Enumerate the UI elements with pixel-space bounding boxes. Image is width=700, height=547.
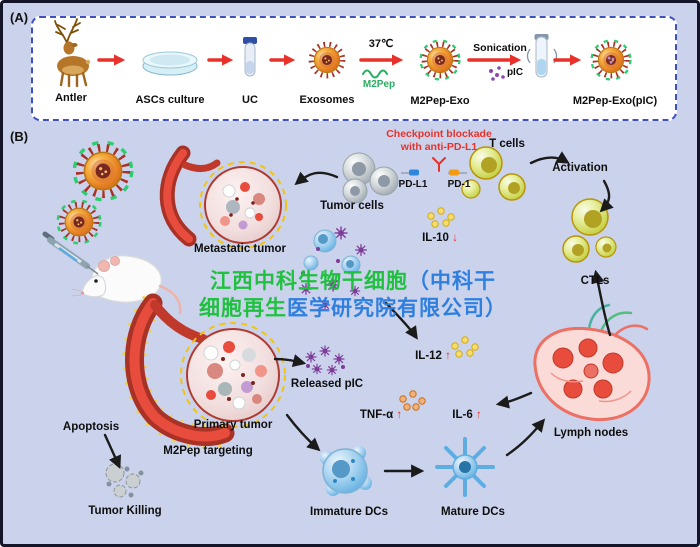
lymph-nodes-label: Lymph nodes — [553, 427, 629, 439]
ctl-cells-graphic — [562, 198, 617, 263]
activation-label: Activation — [552, 162, 608, 174]
mature-dc-graphic — [435, 437, 495, 497]
m2pep-targeting-label: M2Pep targeting — [163, 445, 253, 457]
tnf-up-arrow: ↑ — [396, 409, 403, 421]
exosome-icon — [311, 44, 343, 76]
il12-up-arrow: ↑ — [445, 350, 451, 362]
panel-a-frame — [31, 16, 677, 121]
primary-tumor-label: Primary tumor — [193, 419, 273, 431]
watermark-line1: 江西中科生物干细胞（中科干 — [210, 265, 496, 295]
checkpoint-symbols — [401, 157, 467, 176]
m2pep-exo-pic-label: M2Pep-Exo(pIC) — [572, 95, 658, 107]
checkpoint-line1: Checkpoint blockade — [386, 128, 492, 140]
pd-l1-label: PD-L1 — [398, 179, 428, 190]
mature-dcs-label: Mature DCs — [441, 506, 505, 518]
ctls-label: CTLs — [580, 275, 610, 287]
antler-label: Antler — [55, 92, 87, 104]
il10-label: IL-10 ↓ — [422, 232, 458, 244]
tumor-cells-label: Tumor cells — [320, 200, 384, 212]
ascs-culture-label: ASCs culture — [135, 94, 205, 106]
tnf-label: TNF-α ↑ — [359, 409, 403, 421]
released-pic-label: Released pIC — [290, 378, 364, 390]
il6-up-arrow: ↑ — [475, 409, 482, 421]
m2pep-squiggle — [362, 69, 388, 79]
immune-cell-cluster — [299, 225, 368, 311]
m2pep-exo-label: M2Pep-Exo — [410, 95, 470, 107]
tnf-il6-cytokine-dots — [399, 390, 426, 411]
temperature-label: 37℃ — [368, 38, 394, 50]
m2pep-label: M2Pep — [362, 79, 396, 90]
tumor-killing-label: Tumor Killing — [88, 505, 162, 517]
panel-a-tag: (A) — [10, 10, 29, 25]
petri-dish-icon — [142, 51, 198, 76]
pd-1-label: PD-1 — [447, 179, 471, 190]
checkpoint-line2: with anti-PD-L1 — [400, 141, 478, 153]
uc-tube-icon — [243, 37, 257, 77]
flow-arrows — [103, 151, 614, 478]
syringe-icon — [42, 231, 99, 275]
m2pep-exo-icon — [419, 39, 461, 81]
sonication-tube-icon — [526, 34, 558, 78]
t-cells-label: T cells — [489, 138, 525, 150]
watermark-line1-green: 江西中科生物干细胞 — [210, 270, 408, 293]
tumor-cells-graphic — [342, 152, 399, 204]
watermark-line2-blue: 医学研究院有限公司） — [287, 297, 507, 320]
watermark-line2-green: 细胞再生 — [199, 297, 287, 320]
metastatic-tumor-label: Metastatic tumor — [193, 243, 287, 255]
il6-label: IL-6 ↑ — [452, 409, 482, 421]
il10-cytokine-dots — [427, 207, 455, 228]
primary-tumor-graphic — [122, 293, 286, 449]
panel-b-tag: (B) — [10, 129, 29, 144]
figure-graphics — [42, 18, 651, 498]
tumor-killing-graphic — [105, 463, 144, 498]
mouse-illustration — [71, 254, 182, 315]
immature-dcs-label: Immature DCs — [310, 506, 388, 518]
deer-icon — [54, 18, 91, 88]
metastatic-tumor-graphic — [159, 145, 287, 249]
pic-label: pIC — [506, 67, 524, 78]
watermark-line2: 细胞再生医学研究院有限公司） — [199, 292, 507, 322]
exosomes-label: Exosomes — [299, 94, 355, 106]
exosome-icons-b — [56, 140, 134, 245]
sonication-label: Sonication — [473, 42, 527, 54]
apoptosis-label: Apoptosis — [62, 421, 120, 433]
il10-down-arrow: ↓ — [452, 232, 458, 244]
uc-label: UC — [242, 94, 258, 106]
t-cells-graphic — [461, 146, 526, 201]
watermark-line1-blue: （中科干 — [408, 270, 496, 293]
immature-dc-graphic — [320, 446, 372, 496]
m2pep-exo-pic-icon — [590, 39, 632, 81]
pic-dots — [489, 66, 505, 81]
il12-cytokine-dots — [451, 336, 479, 358]
released-pic-dots — [304, 344, 346, 376]
il12-label: IL-12 ↑ — [415, 350, 451, 362]
lymph-node-graphic — [533, 303, 651, 422]
